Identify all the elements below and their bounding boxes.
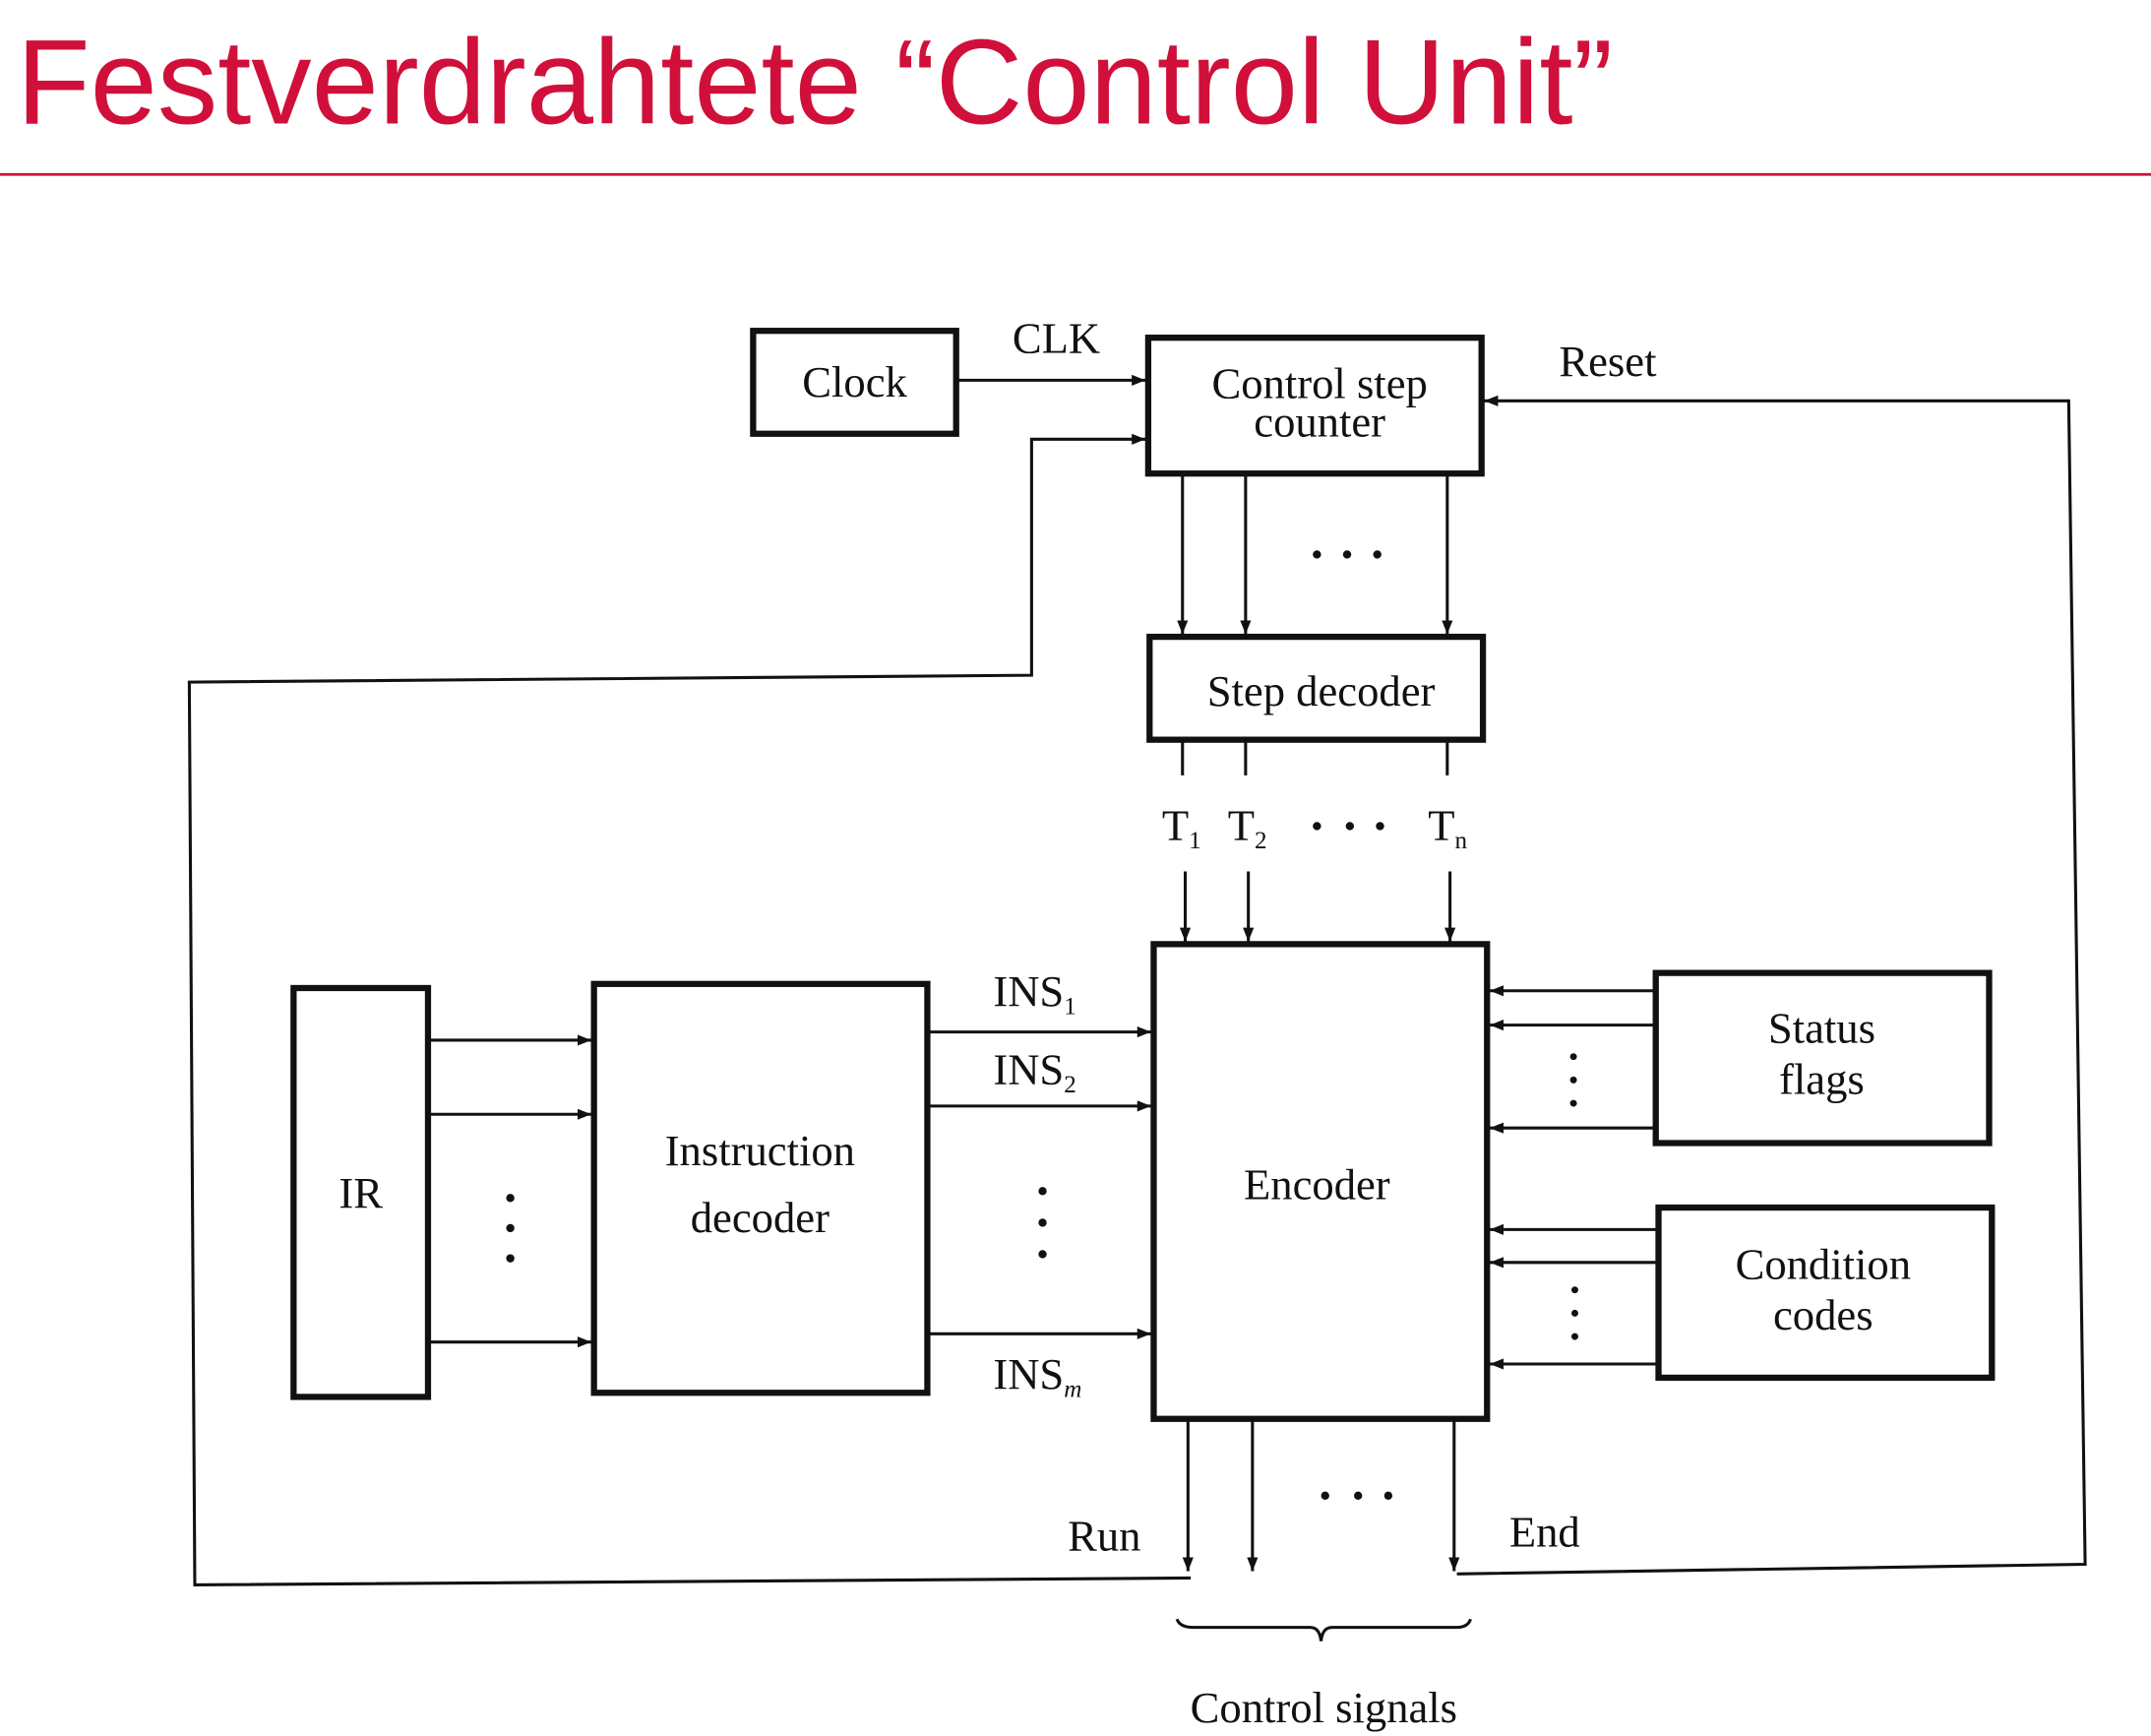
instruction-decoder-block: Instruction decoder (590, 980, 931, 1396)
clock-block: Clock (750, 328, 959, 437)
tn-label: Tn (1428, 800, 1467, 853)
condition-codes-block: Condition codes (1655, 1204, 1996, 1382)
t1-label: T1 (1162, 800, 1201, 853)
control-signal-outputs: Run End Control signals (1068, 1418, 1580, 1732)
status-label-1: Status (1768, 1004, 1875, 1053)
control-signals-label: Control signals (1191, 1683, 1457, 1732)
condition-code-inputs (1490, 1223, 1659, 1370)
step-decoder-block: Step decoder (1146, 633, 1487, 743)
control-step-counter-block: Control step counter (1144, 335, 1485, 477)
ir-label: IR (338, 1168, 383, 1217)
instr-label-1: Instruction (665, 1126, 855, 1175)
insm-label: INSm (993, 1349, 1081, 1402)
cond-label-2: codes (1773, 1290, 1874, 1339)
counter-label-2: counter (1254, 398, 1385, 447)
instruction-signals: INS1 INS2 INSm (927, 966, 1151, 1402)
clock-label: Clock (802, 357, 907, 406)
ir-block: IR (290, 984, 432, 1400)
clk-label: CLK (1013, 314, 1100, 363)
counter-label-1: Control step (1211, 359, 1427, 408)
reset-feedback-line (1456, 395, 2087, 1576)
timing-signals: T1 T2 Tn (1162, 739, 1468, 942)
status-flag-inputs (1490, 985, 1656, 1134)
slide-title: Festverdrahtete “Control Unit” (17, 15, 1614, 150)
reset-label: Reset (1559, 337, 1657, 386)
encoder-label: Encoder (1244, 1160, 1390, 1209)
run-feedback-line (187, 433, 1192, 1586)
status-label-2: flags (1779, 1054, 1865, 1103)
control-signals-brace (1175, 1618, 1472, 1642)
ir-outputs (427, 1034, 591, 1348)
counter-outputs (1177, 473, 1453, 635)
end-label: End (1509, 1507, 1580, 1556)
encoder-block: Encoder (1150, 941, 1491, 1422)
t2-label: T2 (1228, 800, 1267, 853)
status-flags-block: Status flags (1652, 969, 1993, 1147)
instr-label-2: decoder (691, 1193, 830, 1242)
run-label: Run (1068, 1512, 1140, 1561)
ins2-label: INS2 (993, 1045, 1076, 1098)
step-decoder-label: Step decoder (1207, 666, 1436, 715)
cond-label-1: Condition (1736, 1240, 1911, 1289)
ins1-label: INS1 (993, 966, 1076, 1020)
